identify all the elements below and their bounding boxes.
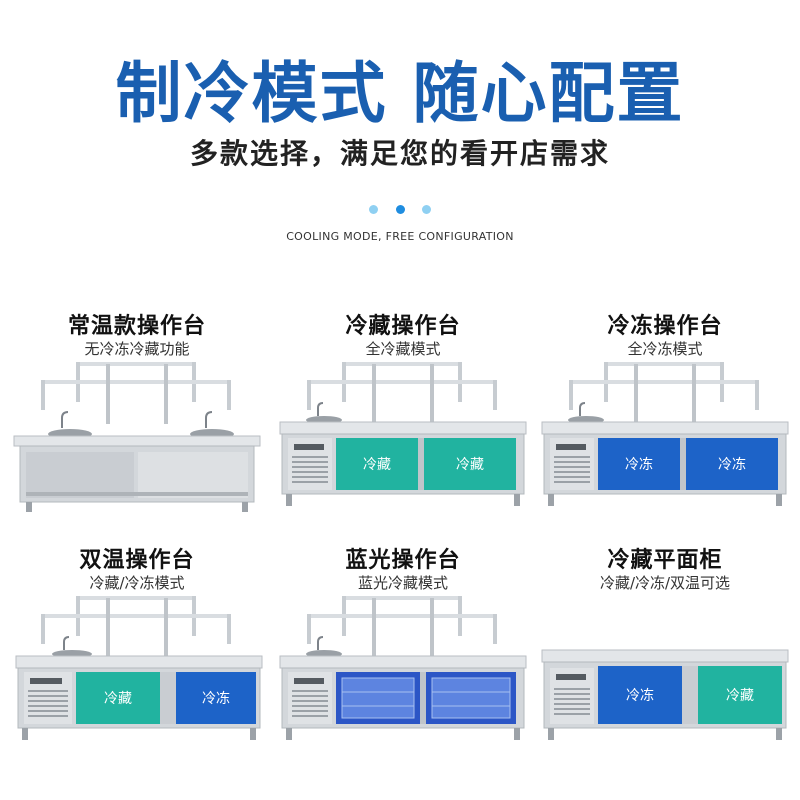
door-label: 冷藏	[726, 688, 754, 704]
door-label: 冷冻	[202, 690, 230, 707]
product-desc: 冷藏/冷冻/双温可选	[599, 574, 731, 592]
product-desc: 全冷藏模式	[365, 340, 441, 358]
product-image-flat-cabinet: 冷冻 冷藏	[541, 649, 789, 740]
door-refrigerate	[424, 438, 516, 490]
pagination-dots	[0, 199, 800, 218]
product-card-refrigerate[interactable]: 冷藏操作台 全冷藏模式 冷藏 冷藏	[272, 308, 534, 548]
product-image-ambient	[13, 362, 261, 512]
product-title: 冷冻操作台	[607, 314, 723, 339]
product-title: 冷藏平面柜	[607, 548, 723, 573]
product-title: 冷藏操作台	[345, 314, 461, 339]
product-desc: 冷藏/冷冻模式	[89, 574, 185, 592]
product-desc: 全冷冻模式	[627, 340, 703, 358]
product-title: 常温款操作台	[67, 314, 206, 339]
door-label: 冷冻	[718, 456, 746, 473]
product-card-bluelight[interactable]: 蓝光操作台 蓝光冷藏模式	[272, 542, 534, 782]
headline: 制冷模式 随心配置	[115, 55, 685, 132]
product-card-dual-temp[interactable]: 双温操作台 冷藏/冷冻模式 冷藏 冷冻	[6, 542, 268, 782]
product-desc: 蓝光冷藏模式	[357, 574, 448, 592]
product-card-ambient[interactable]: 常温款操作台 无冷冻冷藏功能	[6, 308, 268, 548]
door-label: 冷冻	[625, 456, 653, 473]
product-image-dual-temp: 冷藏 冷冻	[15, 596, 263, 740]
product-image-refrigerate: 冷藏 冷藏	[279, 362, 527, 506]
product-image-bluelight	[279, 596, 527, 740]
pagination-dot[interactable]	[369, 205, 379, 214]
product-image-freeze: 冷冻 冷冻	[541, 362, 789, 506]
pagination-dot-active[interactable]	[395, 205, 405, 214]
pagination-dot[interactable]	[421, 205, 431, 214]
product-title: 双温操作台	[79, 548, 195, 573]
door-label: 冷藏	[456, 457, 484, 473]
door-label: 冷冻	[626, 687, 654, 704]
door-label: 冷藏	[104, 691, 132, 707]
product-desc: 无冷冻冷藏功能	[84, 340, 190, 358]
product-title: 蓝光操作台	[345, 548, 461, 573]
door-refrigerate	[336, 438, 418, 490]
product-card-flat-cabinet[interactable]: 冷藏平面柜 冷藏/冷冻/双温可选 冷冻 冷藏	[534, 542, 796, 782]
subline: 多款选择，满足您的看开店需求	[189, 137, 610, 170]
door-label: 冷藏	[363, 457, 391, 473]
product-card-freeze[interactable]: 冷冻操作台 全冷冻模式 冷冻 冷冻	[534, 308, 796, 548]
english-subtitle: COOLING MODE, FREE CONFIGURATION	[286, 230, 514, 243]
